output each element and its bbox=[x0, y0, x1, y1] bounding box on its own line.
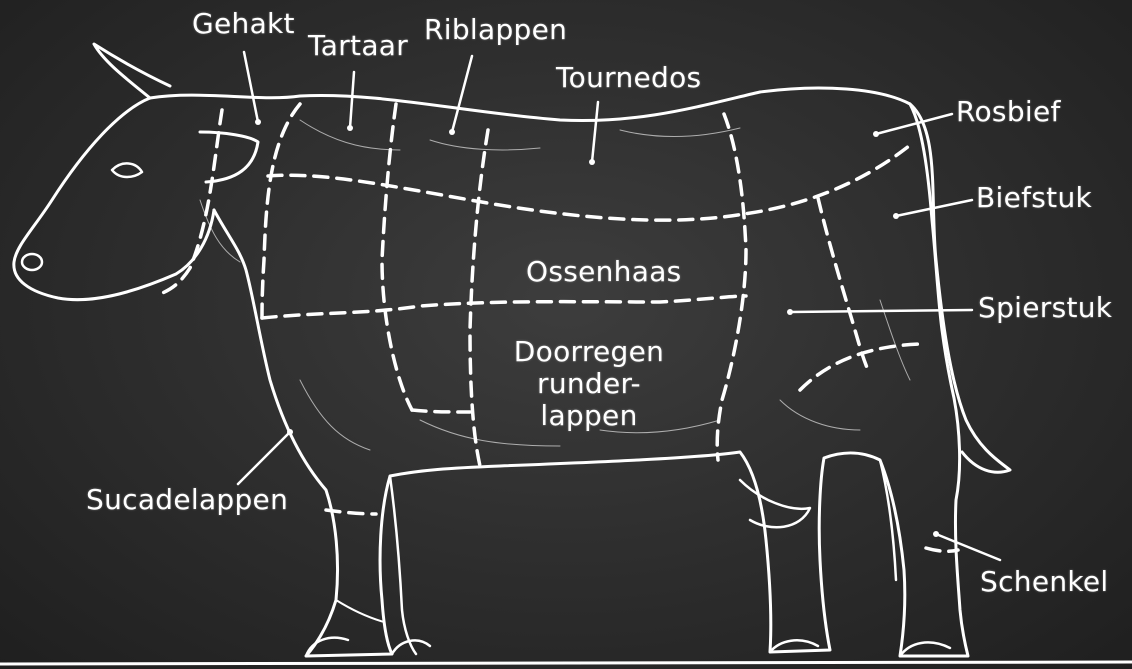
front-leg-inner bbox=[390, 476, 416, 654]
cow-eye bbox=[112, 163, 142, 177]
cow-ear bbox=[200, 132, 258, 182]
pointer-dots bbox=[255, 119, 939, 537]
hoof-1 bbox=[306, 638, 348, 656]
pointer-gehakt bbox=[244, 52, 258, 122]
label-tartaar: Tartaar bbox=[308, 30, 408, 62]
pointer-sucadelappen bbox=[238, 432, 290, 484]
cow-horn bbox=[94, 44, 170, 98]
label-tournedos: Tournedos bbox=[556, 62, 701, 94]
rear-leg-inner bbox=[880, 460, 896, 580]
cut-line-gehakt-tartaar bbox=[262, 104, 300, 318]
cow-nostril bbox=[22, 254, 42, 270]
pointer-tartaar bbox=[350, 72, 354, 128]
label-doorregen-line2: runder- bbox=[504, 368, 674, 400]
label-spierstuk: Spierstuk bbox=[978, 292, 1112, 324]
cut-line-rib-tournedos bbox=[470, 130, 488, 466]
cut-line-rear-upper bbox=[818, 198, 868, 370]
cut-line-upper bbox=[268, 142, 914, 220]
label-schenkel: Schenkel bbox=[980, 566, 1109, 598]
cut-line-middle bbox=[262, 296, 746, 318]
label-doorregen-runderlappen: Doorregen runder- lappen bbox=[504, 336, 674, 432]
label-riblappen: Riblappen bbox=[424, 14, 567, 46]
ground-line bbox=[0, 662, 1132, 664]
cow-head bbox=[14, 98, 214, 300]
label-sucadelappen: Sucadelappen bbox=[86, 484, 288, 516]
label-doorregen-line3: lappen bbox=[504, 400, 674, 432]
cut-line-tournedos-rosbief bbox=[717, 114, 746, 460]
pointer-riblappen bbox=[452, 56, 472, 132]
label-doorregen-line1: Doorregen bbox=[504, 336, 674, 368]
cut-line-rear-lower bbox=[800, 344, 920, 390]
cut-line-rib-bottom bbox=[412, 410, 470, 412]
cut-line-rear-leg bbox=[926, 548, 958, 551]
pointer-schenkel bbox=[936, 534, 1000, 560]
hoof-4 bbox=[900, 642, 950, 656]
front-leg-inner-2 bbox=[336, 600, 384, 622]
label-ossenhaas: Ossenhaas bbox=[526, 256, 682, 288]
label-biefstuk: Biefstuk bbox=[976, 182, 1092, 214]
cow-udder bbox=[740, 480, 810, 527]
label-gehakt: Gehakt bbox=[192, 8, 295, 40]
label-rosbief: Rosbief bbox=[956, 96, 1061, 128]
cut-line-neck bbox=[160, 110, 222, 294]
pointer-tournedos bbox=[592, 102, 598, 162]
pointer-spierstuk bbox=[790, 310, 972, 312]
